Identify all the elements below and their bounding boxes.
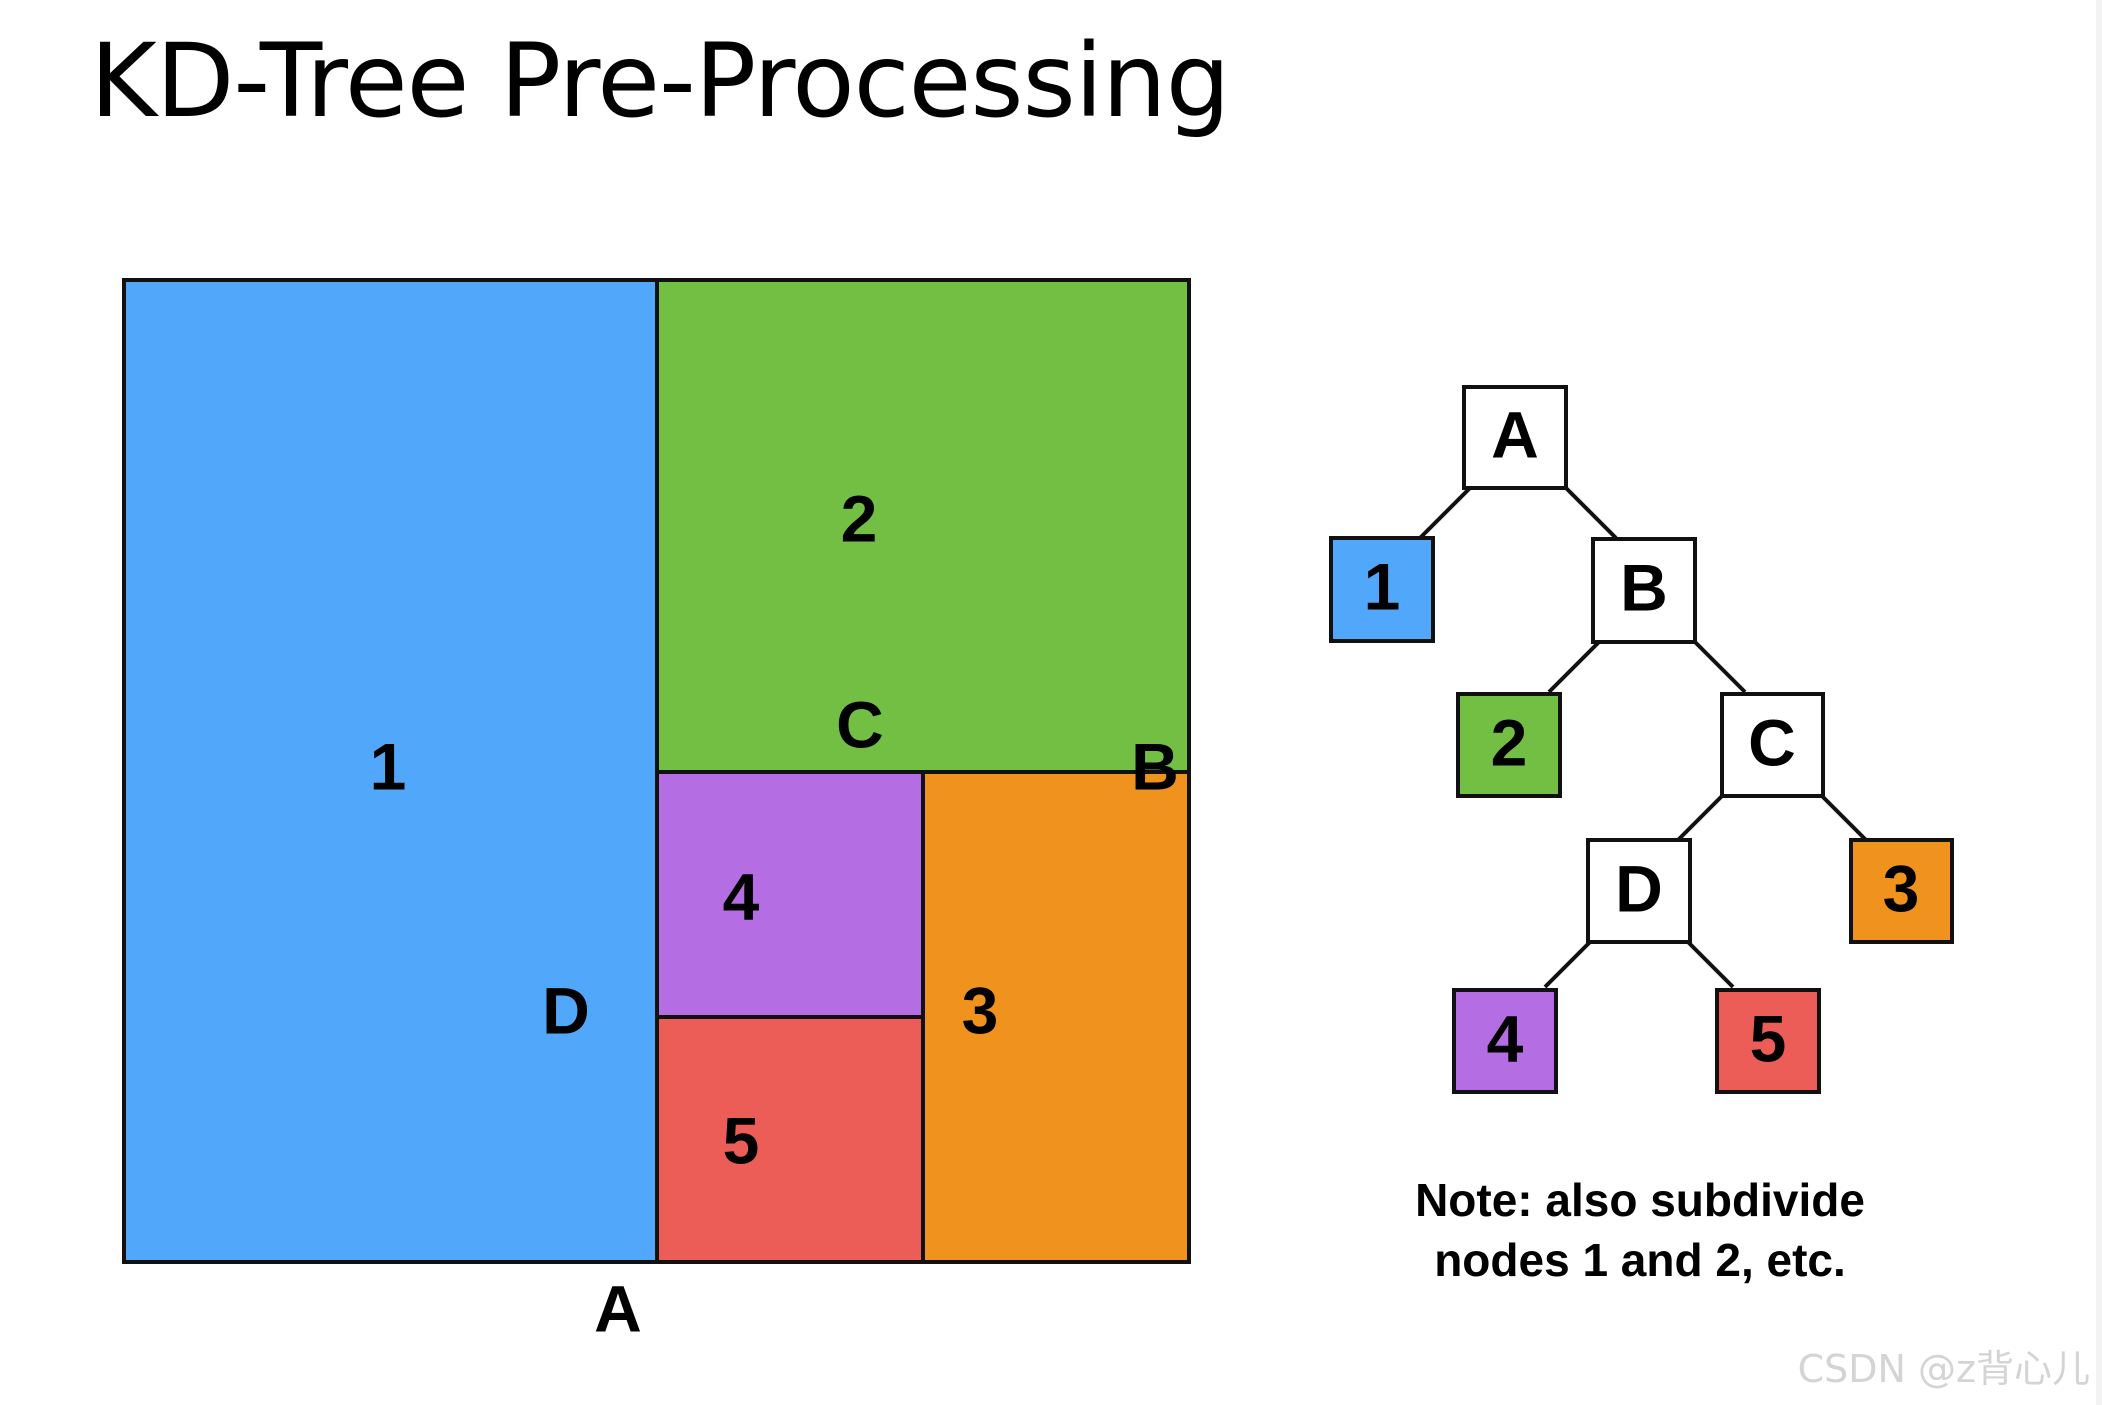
region-3-label: 3 xyxy=(962,973,999,1047)
region-5 xyxy=(655,1015,925,1264)
tree-node-3: 3 xyxy=(1849,838,1954,944)
tree-edge-c-d xyxy=(1675,794,1724,843)
tree-edge-a-b xyxy=(1564,486,1618,540)
region-1 xyxy=(122,278,659,1264)
tree-node-5-box xyxy=(1715,988,1821,1094)
tree-edges xyxy=(1418,486,1869,989)
tree-node-d-label: D xyxy=(1615,851,1663,925)
tree-node-c-label: C xyxy=(1748,705,1796,779)
note-line-2: nodes 1 and 2, etc. xyxy=(1434,1234,1846,1286)
page-title: KD-Tree Pre-Processing xyxy=(90,22,1230,141)
note-line-1: Note: also subdivide xyxy=(1415,1174,1865,1226)
tree-node-5-label: 5 xyxy=(1750,1001,1787,1075)
region-4-label: 4 xyxy=(723,859,760,933)
split-label-c: C xyxy=(836,687,884,761)
tree-node-2-box xyxy=(1456,692,1562,798)
tree-node-a-box xyxy=(1462,385,1568,490)
tree-node-4-label: 4 xyxy=(1487,1001,1524,1075)
region-2 xyxy=(655,278,1191,774)
tree-node-b-label: B xyxy=(1620,550,1668,624)
tree-edge-a-1 xyxy=(1418,486,1472,540)
tree-node-c: C xyxy=(1720,692,1825,798)
tree-node-4-box xyxy=(1452,988,1558,1094)
tree-node-c-box xyxy=(1720,692,1825,798)
tree-edge-d-4 xyxy=(1543,940,1592,989)
tree-diagram: A 1 B 2 C D 3 xyxy=(1329,385,1954,1094)
tree-node-d: D xyxy=(1586,838,1692,944)
tree-edge-b-2 xyxy=(1547,640,1601,694)
partition-diagram: 1 2 4 5 3 A B C D xyxy=(122,278,1191,1345)
tree-node-3-label: 3 xyxy=(1883,851,1920,925)
tree-node-3-box xyxy=(1849,838,1954,944)
tree-node-1-box xyxy=(1329,536,1435,643)
split-label-d: D xyxy=(542,973,590,1047)
page-edge xyxy=(2096,0,2102,1405)
tree-node-1-label: 1 xyxy=(1364,549,1401,623)
tree-node-5: 5 xyxy=(1715,988,1821,1094)
tree-node-a: A xyxy=(1462,385,1568,490)
tree-node-d-box xyxy=(1586,838,1692,944)
tree-node-1: 1 xyxy=(1329,536,1435,643)
tree-edge-b-c xyxy=(1693,640,1747,694)
region-3 xyxy=(921,770,1191,1264)
region-5-label: 5 xyxy=(723,1103,760,1177)
region-4 xyxy=(655,770,925,1019)
split-label-a: A xyxy=(594,1271,642,1345)
tree-edge-d-5 xyxy=(1686,940,1735,989)
tree-node-b-box xyxy=(1591,537,1697,644)
split-label-b: B xyxy=(1131,729,1179,803)
tree-node-4: 4 xyxy=(1452,988,1558,1094)
region-1-label: 1 xyxy=(370,729,407,803)
tree-node-2: 2 xyxy=(1456,692,1562,798)
region-2-label: 2 xyxy=(841,481,878,555)
tree-node-a-label: A xyxy=(1491,397,1539,471)
tree-node-2-label: 2 xyxy=(1491,705,1528,779)
tree-edge-c-3 xyxy=(1820,794,1869,843)
watermark: CSDN @z背心儿 xyxy=(1797,1347,2090,1391)
note-text: Note: also subdivide nodes 1 and 2, etc. xyxy=(1330,1170,1950,1290)
tree-node-b: B xyxy=(1591,537,1697,644)
